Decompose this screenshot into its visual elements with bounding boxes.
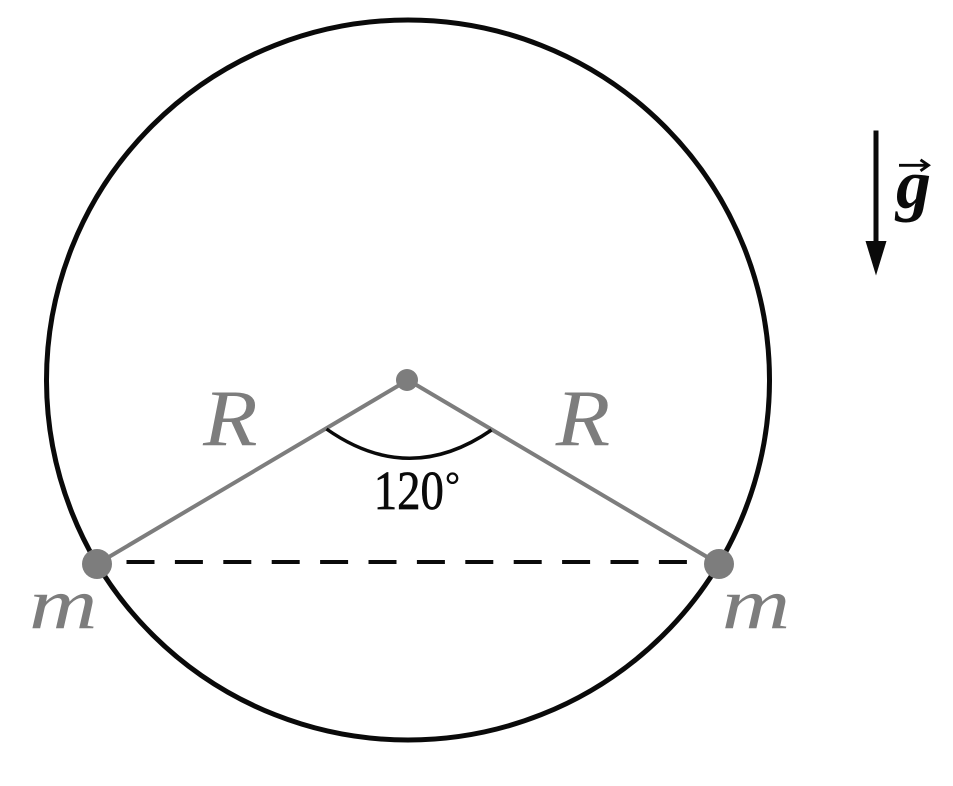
svg-text:m: m	[722, 565, 791, 645]
svg-text:R: R	[202, 374, 257, 463]
svg-text:g: g	[894, 146, 931, 223]
svg-text:R: R	[555, 374, 610, 463]
svg-text:120: 120	[374, 462, 444, 522]
svg-text:m: m	[29, 565, 98, 645]
